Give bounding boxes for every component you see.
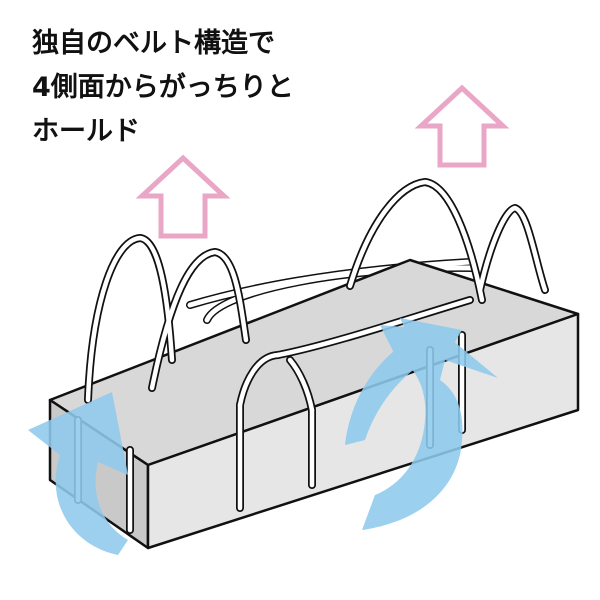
headline: 独自のベルト構造で 4側面からがっちりと ホールド <box>32 22 294 154</box>
up-arrow-icon <box>135 154 231 239</box>
headline-line-1: 独自のベルト構造で <box>32 28 275 59</box>
wrap-arrows <box>28 318 498 555</box>
curved-arrow-icon <box>362 325 498 530</box>
headline-line-2: 4側面からがっちりと <box>32 72 294 103</box>
curved-arrow-icon <box>345 318 462 445</box>
curved-arrow-icon <box>28 392 128 555</box>
headline-line-3: ホールド <box>32 116 140 147</box>
up-arrow-icon <box>414 84 510 168</box>
lift-arrows <box>135 84 510 239</box>
